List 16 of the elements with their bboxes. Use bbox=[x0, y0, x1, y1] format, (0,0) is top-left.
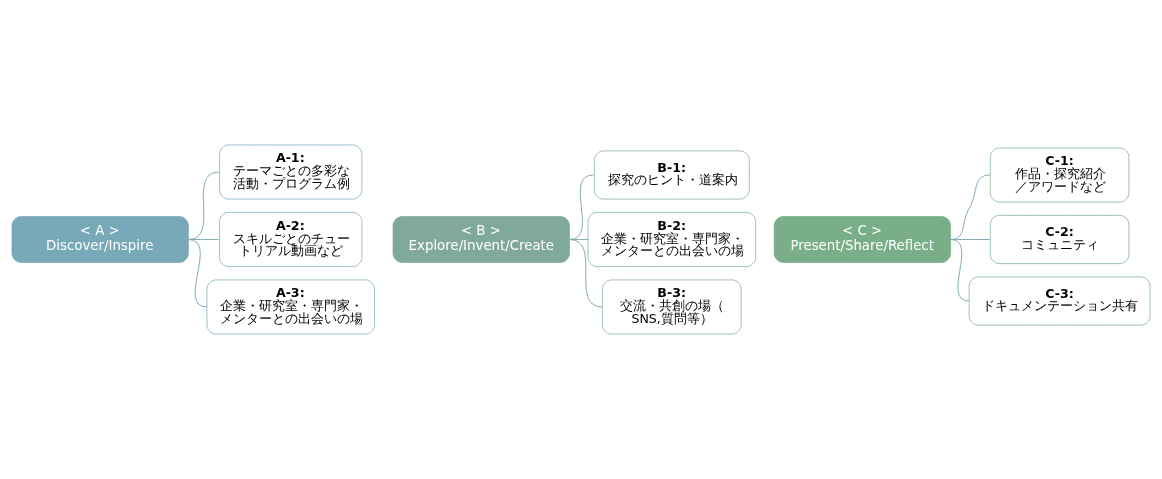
node-box: A-2: スキルごとのチュートリアル動画など bbox=[219, 212, 363, 267]
node-box: C-2: コミュニティ bbox=[989, 215, 1130, 264]
node-box: A-1: テーマごとの多彩な活動・プログラム例 bbox=[219, 144, 363, 200]
node-box: A-3: 企業・研究室・専門家・メンターとの出会いの場 bbox=[206, 279, 375, 335]
connector bbox=[569, 239, 603, 308]
node-box: B-3: 交流・共創の場（SNS,質問等） bbox=[602, 279, 742, 335]
node-box: < C > Present/Share/Reflect bbox=[773, 216, 951, 263]
node-box: C-3: ドキュメンテーション共有 bbox=[968, 276, 1151, 326]
connector bbox=[569, 174, 594, 240]
node-box: B-1: 探究のヒント・道案内 bbox=[594, 150, 750, 200]
node-box: < A > Discover/Inspire bbox=[11, 216, 189, 263]
connector bbox=[187, 239, 208, 308]
node-box: C-1: 作品・探究紹介／アワードなど bbox=[989, 147, 1130, 203]
connector bbox=[950, 239, 970, 302]
node-box: < B > Explore/Invent/Create bbox=[392, 216, 570, 263]
node-box: B-2: 企業・研究室・専門家・メンターとの出会いの場 bbox=[587, 212, 756, 267]
